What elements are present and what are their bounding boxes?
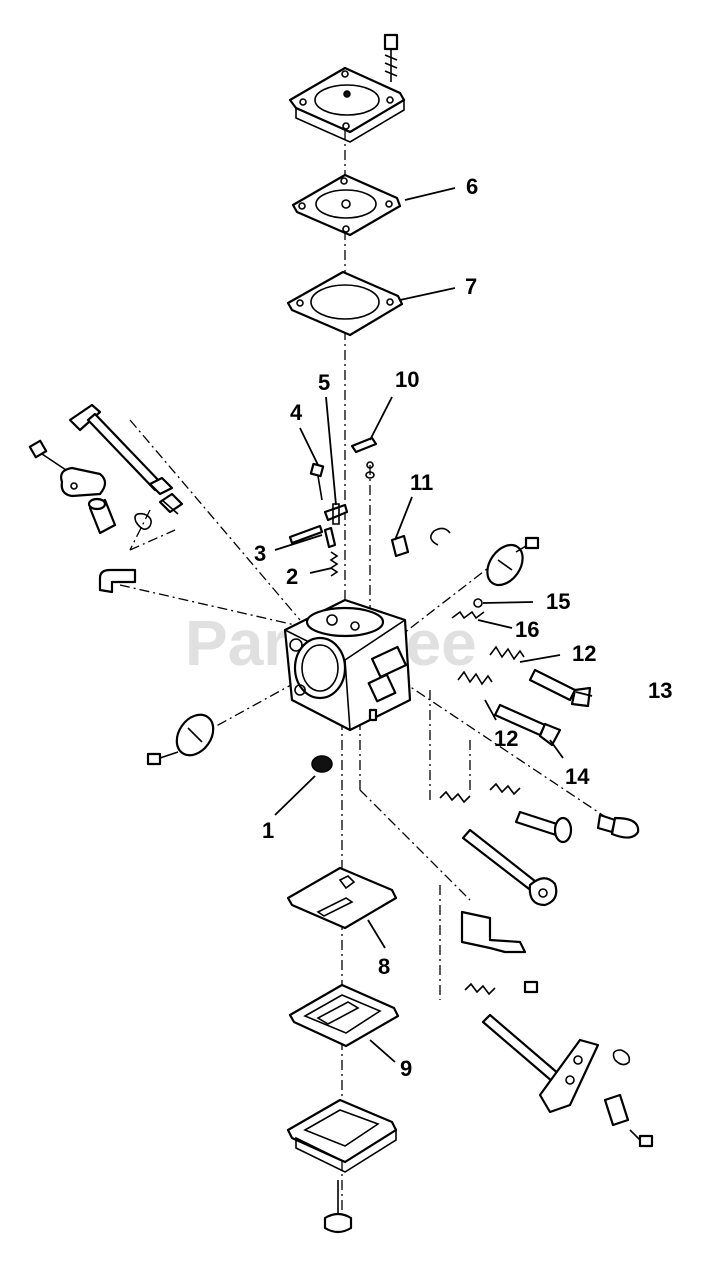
callout-5: 5 — [318, 370, 330, 395]
choke-lever-spring — [464, 982, 496, 996]
bracket-screw — [523, 980, 539, 994]
callout-9: 9 — [400, 1056, 412, 1081]
needle-spring-small — [451, 610, 485, 620]
metering-spring — [329, 551, 339, 577]
callout-3: 3 — [254, 541, 266, 566]
inlet-needle-lever — [323, 503, 349, 525]
idle-adjust-screw — [514, 810, 573, 844]
callout-11: 11 — [410, 470, 433, 495]
assembly-axis-lines — [119, 70, 626, 1230]
welch-plug — [311, 755, 333, 773]
callout-2: 2 — [286, 564, 298, 589]
callout-13: 13 — [648, 678, 672, 703]
needle-ball — [473, 598, 483, 608]
metering-diaphragm — [288, 983, 400, 1048]
lever-spring-left — [439, 790, 471, 804]
callout-15: 15 — [546, 589, 570, 614]
fulcrum-pin — [350, 436, 378, 479]
throttle-lever-shaft — [461, 828, 558, 907]
retaining-ring — [430, 527, 451, 546]
callout-7: 7 — [465, 274, 477, 299]
callout-4: 4 — [290, 400, 303, 425]
choke-lever-shaft — [481, 1013, 562, 1084]
inlet-needle — [288, 524, 337, 549]
welch-plug-small — [390, 534, 410, 558]
throttle-plate-screw — [146, 751, 179, 766]
left-bushing — [87, 497, 117, 535]
left-plate — [60, 466, 107, 498]
callout-leaders — [274, 187, 593, 1063]
left-clip — [134, 512, 152, 530]
top-cover-screw — [383, 33, 399, 82]
low-speed-needle — [493, 703, 562, 747]
choke-lever — [538, 1038, 600, 1114]
metering-cover — [286, 1098, 398, 1173]
idle-adjust-spring — [489, 782, 521, 796]
callout-16: 16 — [515, 617, 539, 642]
fuel-elbow — [98, 568, 137, 594]
callout-10: 10 — [395, 367, 419, 392]
needle-lever-screw — [309, 462, 325, 501]
bracket — [460, 910, 527, 954]
choke-plate-right — [486, 543, 524, 587]
choke-lever-clip — [612, 1049, 631, 1066]
carburetor-body — [283, 598, 412, 732]
choke-plate-screw — [515, 536, 540, 553]
throttle-plate-left — [175, 713, 215, 757]
callout-12-lower: 12 — [494, 726, 518, 751]
cover-screw — [323, 1180, 353, 1234]
throttle-shaft-left — [68, 403, 184, 515]
callout-6: 6 — [466, 174, 478, 199]
detent-screw — [629, 1129, 654, 1148]
metering-gasket — [286, 866, 398, 930]
callout-8: 8 — [378, 954, 390, 979]
high-speed-spring — [489, 645, 525, 661]
pump-gasket — [286, 270, 404, 337]
adjust-knob — [596, 813, 640, 839]
left-plate-screw — [28, 439, 67, 471]
high-speed-needle — [528, 668, 592, 708]
callout-12-upper: 12 — [572, 641, 596, 666]
low-speed-spring — [457, 670, 493, 686]
callout-labels: 1 2 3 4 5 6 7 8 9 10 11 12 12 13 14 15 1… — [254, 174, 672, 1081]
callout-14: 14 — [565, 764, 590, 789]
callout-1: 1 — [262, 818, 274, 843]
pump-diaphragm — [291, 173, 402, 237]
pump-cover-plate — [288, 66, 406, 143]
detent-bushing — [603, 1093, 630, 1127]
